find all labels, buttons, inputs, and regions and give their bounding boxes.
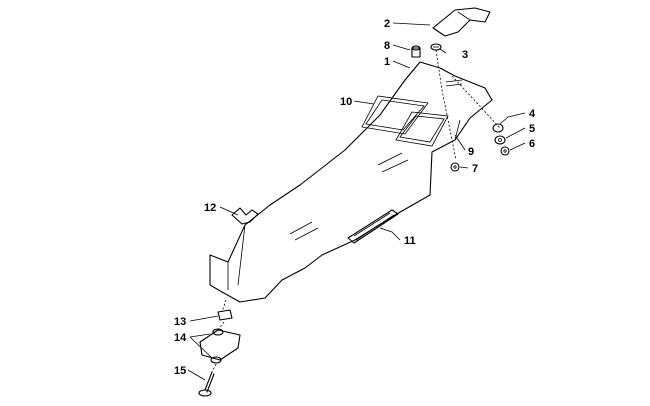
clip [231, 207, 259, 225]
nut [411, 45, 421, 58]
callout-9: 9 [468, 146, 474, 158]
callout-11: 11 [404, 235, 416, 247]
callout-15: 15 [174, 365, 186, 377]
callout-8: 8 [384, 40, 390, 52]
callout-14: 14 [174, 332, 187, 344]
callout-10: 10 [340, 96, 352, 108]
panel-nine [395, 111, 449, 147]
washer-stack [492, 123, 510, 156]
callout-1: 1 [384, 56, 390, 68]
cushion [199, 328, 241, 364]
lower-nut [217, 309, 233, 321]
bolt [198, 371, 215, 397]
callout-13: 13 [174, 316, 186, 328]
callout-2: 2 [384, 18, 390, 30]
callout-12: 12 [204, 202, 216, 214]
callout-3: 3 [462, 49, 468, 61]
small-nut [450, 162, 460, 172]
panel-ten [361, 95, 429, 135]
callout-5: 5 [529, 123, 535, 135]
callout-4: 4 [529, 108, 536, 120]
callout-6: 6 [529, 138, 535, 150]
callout-7: 7 [472, 163, 478, 175]
screw [430, 43, 442, 51]
skid-plate [209, 61, 493, 303]
bracket [432, 7, 491, 37]
vent-grille [347, 209, 399, 244]
